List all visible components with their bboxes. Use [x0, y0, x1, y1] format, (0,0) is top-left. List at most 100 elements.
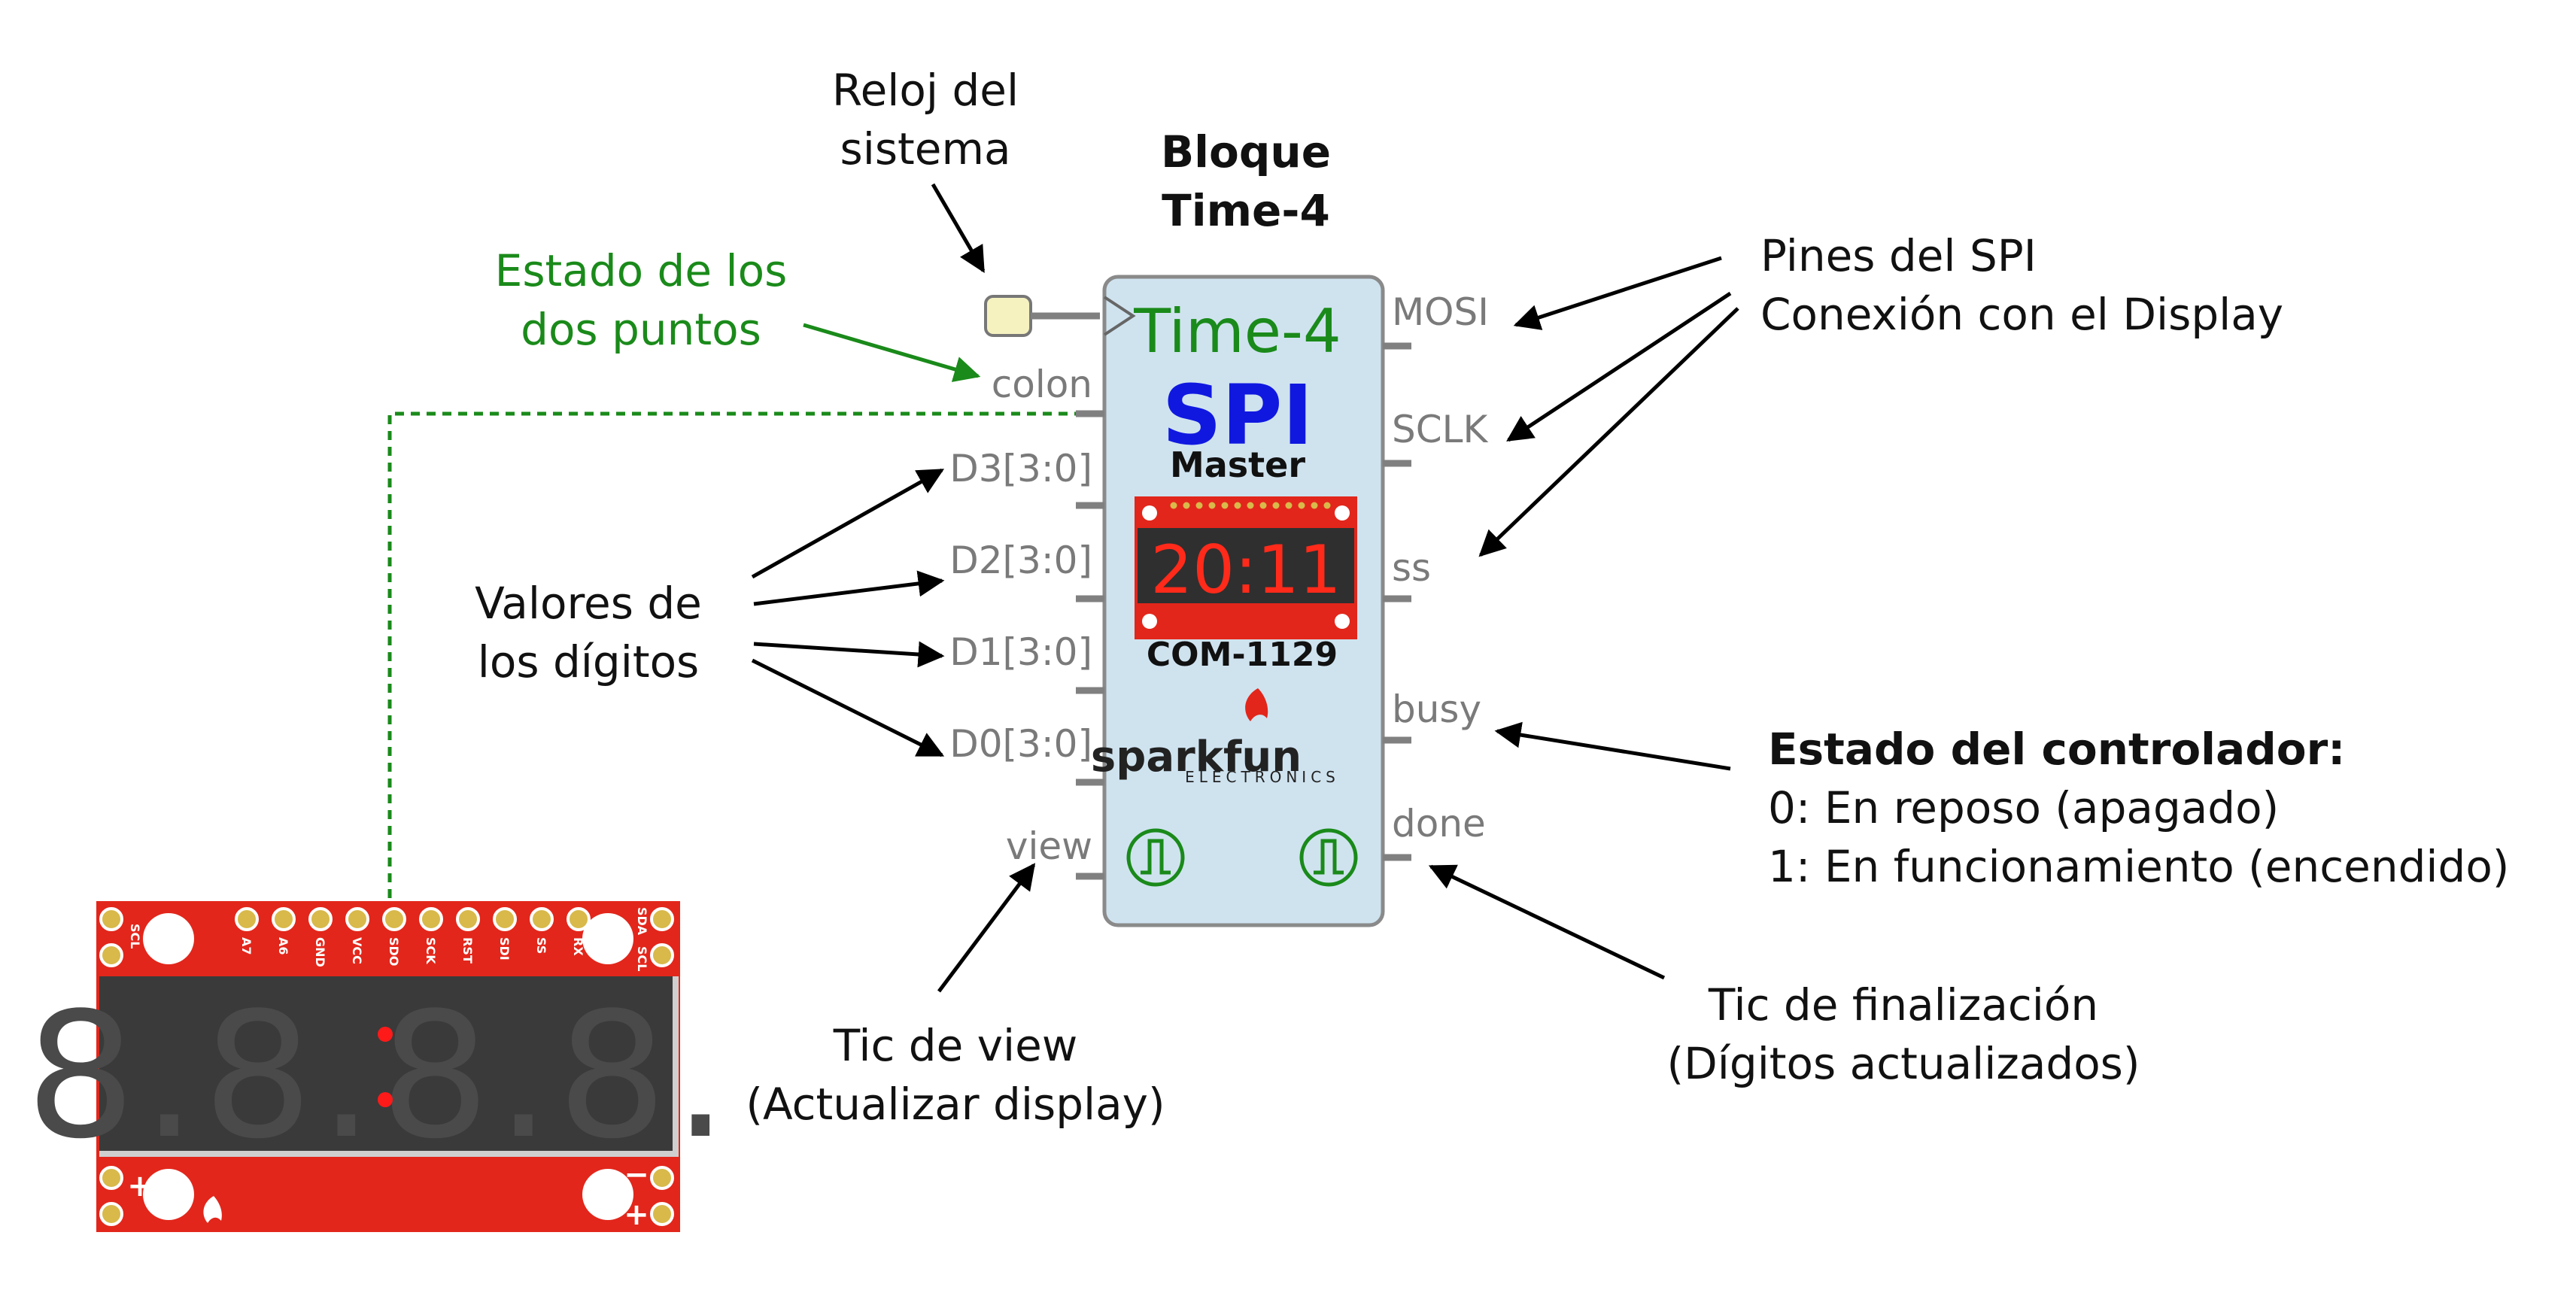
mini-pad [1311, 502, 1318, 509]
pin-label-done: done [1392, 802, 1486, 845]
pin-label-sclk: SCLK [1392, 408, 1489, 451]
pin-label-mosi: MOSI [1392, 290, 1489, 334]
output-pins: MOSI SCLK ss busy done [1383, 290, 1489, 861]
mini-header-pads [1170, 502, 1331, 509]
input-pins: colon D3[3:0] D2[3:0] D1[3:0] D0[3:0] vi… [949, 363, 1104, 880]
pad-bottom-right-1 [650, 1166, 674, 1190]
controller-state-annotation: Estado del controlador: 0: En reposo (ap… [1494, 721, 2509, 892]
mini-pad [1208, 502, 1216, 509]
clock-label-line1: Reloj del [832, 65, 1019, 116]
ctrl-title: Estado del controlador: [1768, 724, 2345, 775]
mini-hole-bl [1142, 614, 1157, 629]
mini-pad [1195, 502, 1203, 509]
spi-pins-line2: Conexión con el Display [1760, 289, 2283, 340]
mini-hole-br [1335, 614, 1350, 629]
header-pad-sdi [493, 907, 517, 931]
view-tic-icon [1126, 828, 1185, 887]
pin-label-d0: D0[3:0] [949, 722, 1092, 766]
spi-pins-line1: Pines del SPI [1760, 230, 2037, 281]
digit-window [99, 976, 677, 1154]
mini-digit-window [1138, 528, 1354, 603]
mount-hole-tr [582, 913, 633, 964]
mini-pad [1234, 502, 1241, 509]
header-pad-ss [530, 907, 554, 931]
pad-left-2 [99, 943, 123, 967]
mini-pad [1323, 502, 1331, 509]
block-master-label: Master [1170, 445, 1305, 485]
d0-arrow [751, 658, 945, 757]
clock-input-square [984, 295, 1032, 337]
block-title-line1: Bloque [1161, 126, 1331, 178]
header-pad-a6 [272, 907, 296, 931]
view-arrow [937, 863, 1036, 993]
minus-label-right: − [624, 1158, 649, 1192]
board-pads [99, 907, 674, 1226]
clock-annotation: Reloj del sistema [832, 65, 1019, 274]
block-name: Time-4 [1133, 296, 1341, 366]
spi-pins-annotation: Pines del SPI Conexión con el Display [1478, 230, 2283, 557]
header-label-gnd: GND [313, 937, 327, 967]
pad-right-top [650, 907, 674, 931]
label-right-sda: SDA [635, 907, 649, 936]
header-pad-a7 [235, 907, 259, 931]
colon-state-line2: dos puntos [521, 304, 761, 355]
view-tic-annotation: Tic de view (Actualizar display) [746, 863, 1165, 1130]
view-tic-line1: Tic de view [833, 1020, 1078, 1071]
done-tic-icon [1299, 828, 1358, 887]
board-flame-icon [203, 1196, 222, 1223]
header-label-ss: SS [534, 937, 548, 954]
pad-bottom-left-1 [99, 1166, 123, 1190]
mini-digits: 20:11 [1150, 531, 1341, 609]
colon-dot-bottom [378, 1092, 393, 1107]
digit-values-line1: Valores de [475, 578, 702, 629]
header-label-vcc: VCC [350, 937, 364, 964]
d3-arrow [751, 468, 945, 579]
done-tic-line1: Tic de finalización [1708, 979, 2098, 1030]
time4-block[interactable]: Time-4 SPI Master 20:11 COM-1129 sparkfu… [1091, 275, 1385, 927]
mini-display-board: 20:11 [1135, 496, 1357, 639]
plus-label-right: + [624, 1197, 649, 1232]
pin-label-d2: D2[3:0] [949, 539, 1092, 582]
pin-label-d1: D1[3:0] [949, 630, 1092, 674]
ss-arrow [1478, 307, 1739, 557]
mount-hole-tl [143, 913, 194, 964]
busy-arrow [1494, 721, 1731, 771]
sparkfun-brand: sparkfun [1091, 733, 1302, 782]
colon-state-annotation: Estado de los dos puntos [495, 245, 981, 382]
clock-arrow [931, 183, 986, 274]
done-tic-line2: (Dígitos actualizados) [1666, 1038, 2140, 1089]
done-arrow [1428, 864, 1666, 980]
colon-state-line1: Estado de los [495, 245, 788, 296]
colon-dot-top [378, 1027, 393, 1042]
mini-pad [1285, 502, 1293, 509]
header-label-sdo: SDO [387, 937, 401, 966]
pad-right-2 [650, 943, 674, 967]
done-tic-annotation: Tic de finalización (Dígitos actualizado… [1428, 864, 2140, 1089]
pin-label-busy: busy [1392, 687, 1481, 731]
sparkfun-flame-icon [1245, 688, 1268, 721]
digit-values-line2: los dígitos [478, 636, 700, 687]
header-pad-sdo [382, 907, 406, 931]
header-pad-rx [567, 907, 591, 931]
pin-label-view: view [1006, 824, 1092, 868]
mini-hole-tl [1142, 505, 1157, 521]
mount-hole-bl [143, 1169, 194, 1220]
mini-pad [1221, 502, 1229, 509]
plus-label-left: + [127, 1169, 153, 1203]
pin-label-ss: ss [1392, 546, 1431, 590]
header-pad-sck [419, 907, 443, 931]
pin-label-d3: D3[3:0] [949, 447, 1092, 490]
d1-arrow [753, 641, 945, 668]
block-title-line2: Time-4 [1162, 185, 1330, 236]
header-pad-gnd [308, 907, 333, 931]
pin-label-colon: colon [992, 363, 1092, 406]
colon-dashed-wire [387, 411, 1083, 1034]
header-label-rst: RST [460, 937, 475, 964]
sparkfun-logo: sparkfun ELECTRONICS [1091, 688, 1335, 786]
clock-label-line2: sistema [840, 123, 1010, 175]
digit-values-annotation: Valores de los dígitos [475, 468, 945, 757]
header-pad-vcc [345, 907, 369, 931]
